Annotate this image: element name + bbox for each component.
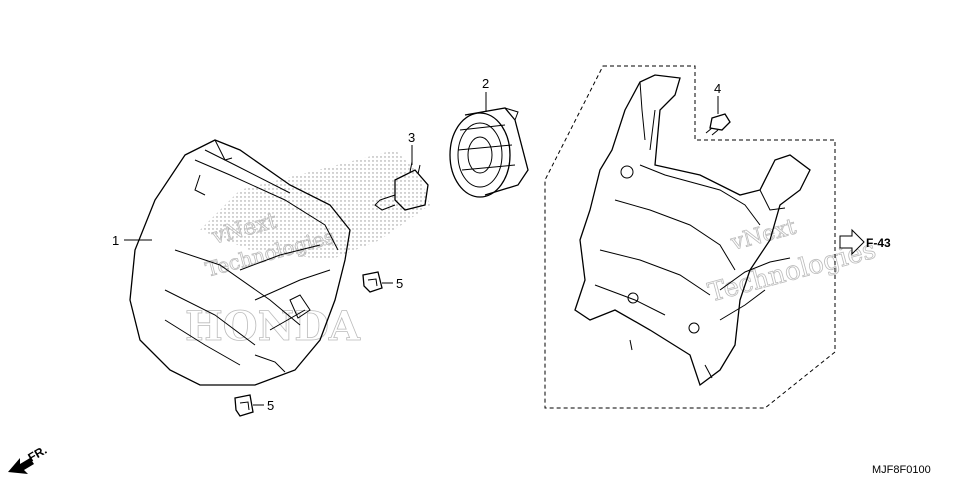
front-direction-arrow-icon — [8, 458, 34, 474]
shading — [200, 150, 430, 260]
headlight-bulb — [374, 161, 429, 211]
callout-1: 1 — [112, 233, 119, 248]
callout-3: 3 — [408, 130, 415, 145]
headlight-assembly — [129, 139, 351, 386]
headlight-cover — [449, 107, 529, 198]
callout-5-lower: 5 — [267, 398, 274, 413]
watermark-right: vNext Technologies — [705, 214, 880, 309]
reference-arrow-icon — [839, 228, 865, 256]
callout-5-upper: 5 — [396, 276, 403, 291]
diagram-code: MJF8F0100 — [872, 464, 931, 476]
reference-label: F-43 — [866, 236, 891, 250]
clip-nut-lower — [234, 394, 254, 417]
callout-4: 4 — [714, 81, 721, 96]
bracket-boundary — [544, 65, 836, 409]
watermark-brand: HONDA — [185, 303, 361, 350]
callout-2: 2 — [482, 76, 489, 91]
clip-nut-upper — [362, 271, 383, 293]
headlight-bracket — [574, 74, 811, 387]
bolt — [705, 113, 731, 136]
